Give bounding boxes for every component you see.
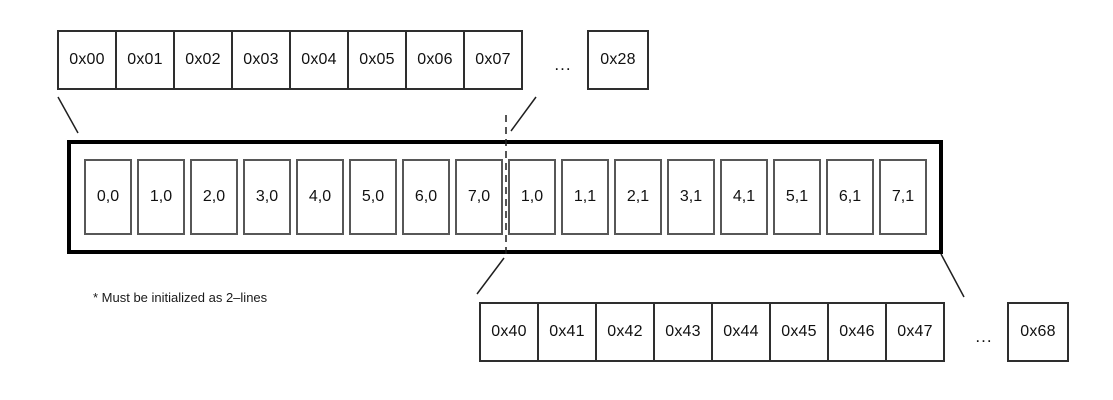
- bottom-address-cell: 0x45: [769, 302, 829, 362]
- element-cell: 1,0: [137, 159, 185, 235]
- bottom-address-cell: 0x40: [479, 302, 539, 362]
- bottom-address-end-cell: 0x68: [1007, 302, 1069, 362]
- element-cell: 0,0: [84, 159, 132, 235]
- element-cell: 5,0: [349, 159, 397, 235]
- connector-top-right-line: [510, 96, 537, 132]
- top-address-cell: 0x04: [289, 30, 349, 90]
- element-cell: 1,0: [508, 159, 556, 235]
- element-cell: 4,0: [296, 159, 344, 235]
- element-cell: 2,0: [190, 159, 238, 235]
- bottom-address-cell: 0x44: [711, 302, 771, 362]
- top-address-cell: 0x07: [463, 30, 523, 90]
- element-cell: 6,0: [402, 159, 450, 235]
- bottom-address-cell: 0x42: [595, 302, 655, 362]
- element-cell: 7,0: [455, 159, 503, 235]
- bottom-address-cell: 0x41: [537, 302, 597, 362]
- bottom-row-ellipsis: ...: [975, 327, 993, 346]
- bottom-address-cell: 0x46: [827, 302, 887, 362]
- element-cell: 3,1: [667, 159, 715, 235]
- connector-top-left-line: [57, 96, 79, 134]
- connector-bottom-left-line: [476, 257, 505, 295]
- top-address-cell: 0x02: [173, 30, 233, 90]
- top-address-cell: 0x00: [57, 30, 117, 90]
- top-address-end-cell: 0x28: [587, 30, 649, 90]
- element-cell: 1,1: [561, 159, 609, 235]
- top-address-cell: 0x06: [405, 30, 465, 90]
- top-address-cell: 0x03: [231, 30, 291, 90]
- element-cell: 5,1: [773, 159, 821, 235]
- element-cell: 6,1: [826, 159, 874, 235]
- top-row-ellipsis: ...: [554, 55, 572, 74]
- top-address-cell: 0x05: [347, 30, 407, 90]
- bottom-address-cell: 0x43: [653, 302, 713, 362]
- element-cell: 2,1: [614, 159, 662, 235]
- init-note: * Must be initialized as 2–lines: [93, 290, 268, 305]
- element-cell: 7,1: [879, 159, 927, 235]
- element-cell: 3,0: [243, 159, 291, 235]
- top-address-cell: 0x01: [115, 30, 175, 90]
- connector-bottom-right-line: [940, 253, 965, 298]
- element-cell: 4,1: [720, 159, 768, 235]
- bottom-address-cell: 0x47: [885, 302, 945, 362]
